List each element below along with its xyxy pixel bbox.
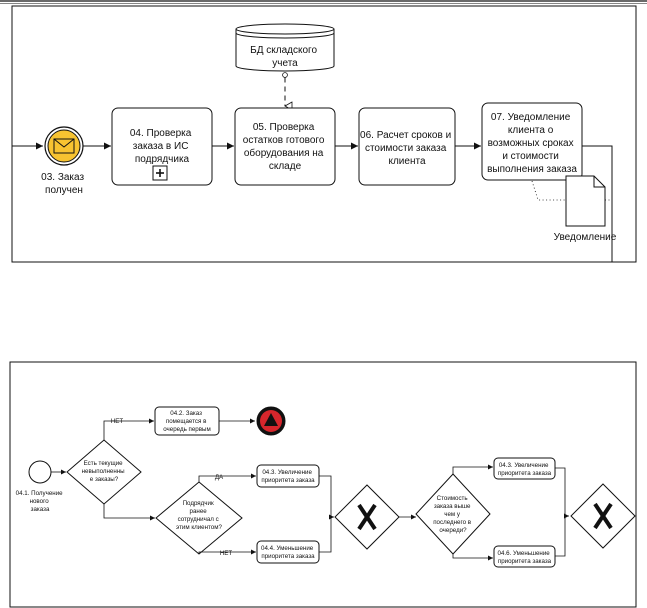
document-notification[interactable] bbox=[565, 175, 606, 227]
flow-gw1-no bbox=[103, 418, 154, 440]
task-07-notify-client[interactable]: 07. Уведомление клиента о возможных срок… bbox=[481, 102, 583, 181]
flow-gw2-yes bbox=[198, 473, 256, 482]
gateway-previous-client[interactable]: Подрядчик ранее сотрудничал с этим клиен… bbox=[155, 481, 243, 555]
flow-gw1-yes bbox=[103, 504, 155, 521]
gateway-current-orders[interactable]: Есть текущие невыполненны е заказы? bbox=[66, 439, 142, 505]
top-diagram: 03. Заказ получен 04. Проверка заказа в … bbox=[11, 5, 637, 263]
svg-text:04.3. Увеличение приор: 04.3. Увеличение приоритета заказа bbox=[261, 469, 315, 484]
exclusive-merge-gateway-2[interactable] bbox=[570, 483, 636, 549]
task-043b-increase-priority[interactable]: 04.3. Увеличение приоритета заказа bbox=[493, 457, 556, 480]
flow-044-to-xor1 bbox=[319, 517, 332, 553]
flow-gw3-no bbox=[452, 554, 493, 561]
task-046-decrease-priority[interactable]: 04.6. Уменьшение приоритета заказа bbox=[493, 545, 556, 568]
svg-text:05. Проверка остатков: 05. Проверка остатков готового оборудова… bbox=[243, 122, 327, 172]
subprocess-plus-icon[interactable] bbox=[152, 165, 168, 181]
association-task07-to-document bbox=[531, 180, 566, 201]
x-icon bbox=[357, 503, 377, 531]
flow-task07-out bbox=[582, 145, 613, 262]
svg-text:Подрядчик ранее: Подрядчик ранее сотрудничал с этим клиен… bbox=[176, 500, 222, 531]
gateway-cost-compare[interactable]: Стоимость заказа выше чем у последнего в… bbox=[415, 473, 491, 555]
task-05-check-stock[interactable]: 05. Проверка остатков готового оборудова… bbox=[234, 107, 336, 186]
svg-text:04.2. Заказ помещается: 04.2. Заказ помещается в очередь первым bbox=[163, 410, 211, 433]
task-06-calculate[interactable]: 06. Расчет сроков и стоимости заказа кли… bbox=[358, 107, 456, 186]
database-warehouse[interactable]: БД складского учета bbox=[235, 23, 335, 72]
label-no-2: НЕТ bbox=[220, 550, 233, 557]
task-042-queue-first[interactable]: 04.2. Заказ помещается в очередь первым bbox=[154, 406, 220, 436]
svg-text:БД складского учета: БД складского учета bbox=[250, 45, 320, 69]
association-origin bbox=[282, 72, 288, 78]
signal-triangle-icon bbox=[264, 413, 278, 426]
bottom-start-event[interactable] bbox=[28, 460, 52, 484]
svg-text:04.4. Уменьшение приор: 04.4. Уменьшение приоритета заказа bbox=[261, 545, 315, 560]
label-no-1: НЕТ bbox=[111, 418, 124, 425]
x-icon bbox=[593, 502, 613, 530]
svg-text:07. Уведомление клиент: 07. Уведомление клиента о возможных срок… bbox=[487, 112, 577, 175]
exclusive-merge-gateway-1[interactable] bbox=[334, 484, 400, 550]
flow-046-to-xor2 bbox=[555, 516, 566, 557]
svg-text:04.3. Увеличение приор: 04.3. Увеличение приоритета заказа bbox=[498, 462, 552, 477]
svg-text:Стоимость заказа выше: Стоимость заказа выше чем у последнего в… bbox=[433, 495, 473, 534]
svg-text:04.6. Уменьшение приор: 04.6. Уменьшение приоритета заказа bbox=[498, 550, 552, 565]
flow-043a-to-xor1 bbox=[319, 475, 334, 520]
bottom-diagram: 04.1. Получение нового заказа Есть текущ… bbox=[9, 361, 637, 608]
start-event-label: 03. Заказ получен bbox=[41, 172, 87, 196]
end-signal-event[interactable] bbox=[256, 406, 286, 436]
flow-043b-to-xor2 bbox=[555, 467, 569, 519]
label-yes: ДА bbox=[215, 474, 224, 481]
svg-text:06. Расчет сроков и ст: 06. Расчет сроков и стоимости заказа кли… bbox=[360, 130, 454, 167]
flow-gw2-no bbox=[198, 549, 256, 555]
task-044-decrease-priority[interactable]: 04.4. Уменьшение приоритета заказа bbox=[256, 540, 320, 564]
flow-gw3-yes bbox=[452, 464, 493, 474]
document-label: Уведомление bbox=[554, 232, 617, 243]
bottom-start-label: 04.1. Получение нового заказа bbox=[16, 490, 65, 513]
svg-text:04. Проверка заказа в: 04. Проверка заказа в ИС подрядчика bbox=[130, 128, 194, 165]
envelope-icon bbox=[53, 138, 75, 154]
task-043a-increase-priority[interactable]: 04.3. Увеличение приоритета заказа bbox=[256, 464, 320, 488]
task-04-check-order[interactable]: 04. Проверка заказа в ИС подрядчика bbox=[111, 107, 213, 186]
svg-text:Есть текущие невыполне: Есть текущие невыполненны е заказы? bbox=[82, 460, 127, 483]
message-start-event[interactable] bbox=[44, 126, 84, 166]
